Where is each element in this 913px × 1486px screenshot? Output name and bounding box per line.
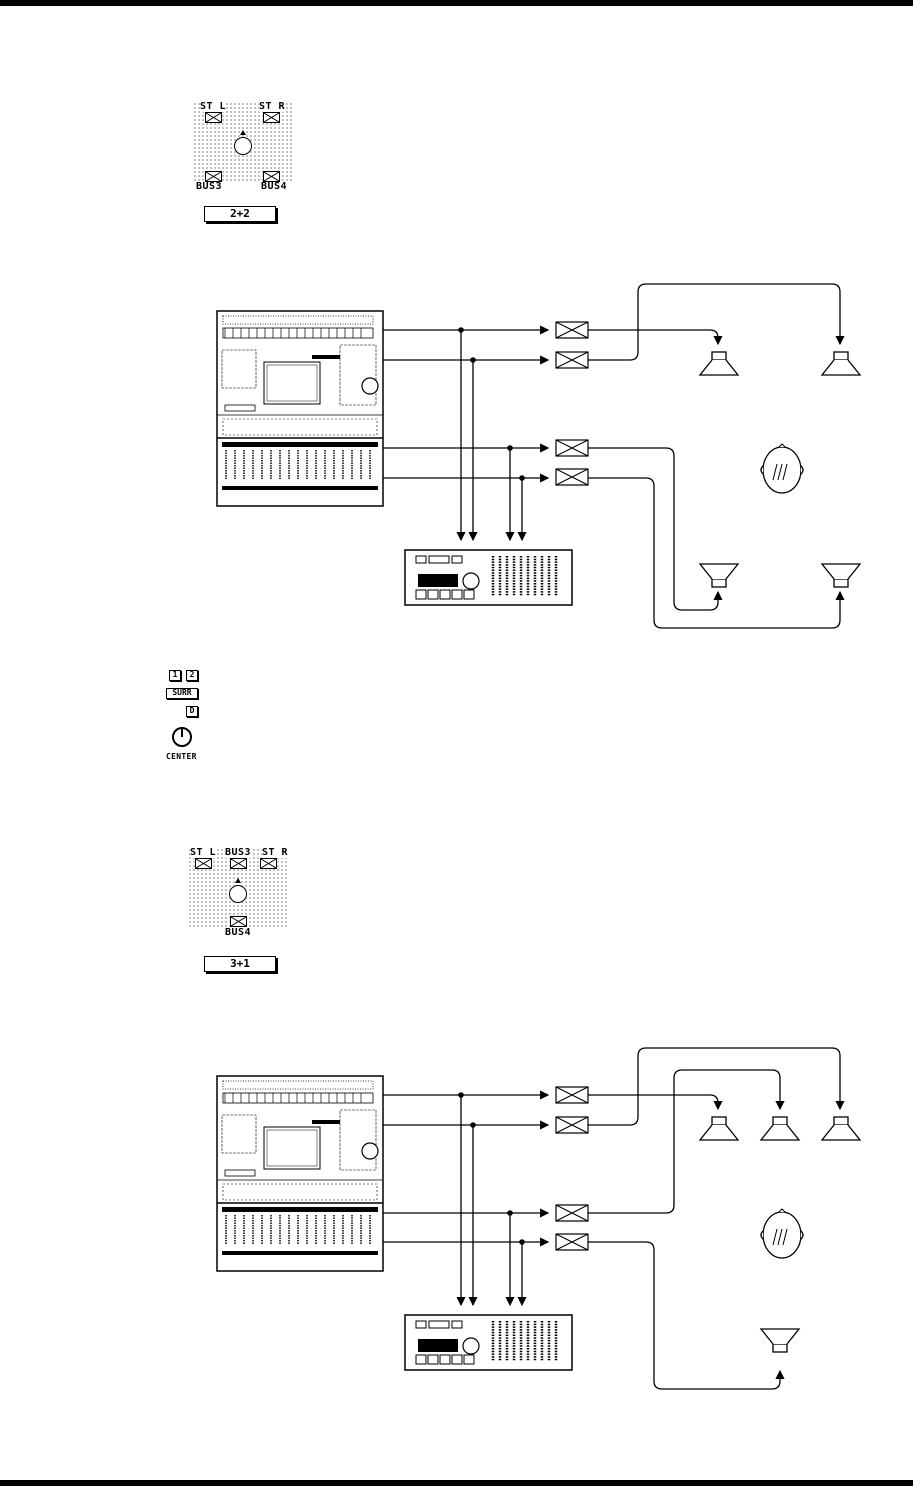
label-bus4: BUS4 xyxy=(225,927,252,938)
pan-knob-icon[interactable] xyxy=(234,137,252,155)
surround-pan-3-1: ST L BUS3 ST R BUS4 xyxy=(188,847,289,938)
label-st-r: ST R xyxy=(262,847,289,858)
label-bus3: BUS3 xyxy=(196,181,223,192)
label-bus3: BUS3 xyxy=(225,847,252,858)
amplifier-icon xyxy=(555,1086,589,1251)
label-st-l: ST L xyxy=(190,847,217,858)
label-st-r: ST R xyxy=(259,101,286,112)
wiring-diagram-3-1 xyxy=(216,1047,862,1390)
surround-mode-button-2-2[interactable]: 2+2 xyxy=(204,206,276,222)
center-label: CENTER xyxy=(166,752,197,761)
surround-mode-button-3-1[interactable]: 3+1 xyxy=(204,956,276,972)
listener-head-icon xyxy=(760,443,804,494)
speaker-bus3-icon xyxy=(230,858,247,869)
listener-head-icon xyxy=(760,1208,804,1259)
speaker-st-r-icon xyxy=(260,858,277,869)
d-indicator-icon: D xyxy=(186,706,198,717)
speaker-bus3-icon xyxy=(205,171,222,182)
speaker-st-r-icon xyxy=(263,112,280,123)
speaker-st-l-icon xyxy=(205,112,222,123)
amplifier-icon xyxy=(555,321,589,486)
key-1-icon: 1 xyxy=(169,670,181,681)
label-bus4: BUS4 xyxy=(261,181,288,192)
mixing-console-icon xyxy=(216,310,384,507)
pan-position-marker-icon xyxy=(240,130,246,135)
pan-knob-icon[interactable] xyxy=(229,885,247,903)
label-st-l: ST L xyxy=(200,101,227,112)
surr-indicator-icon: SURR xyxy=(166,688,198,699)
pan-position-marker-icon xyxy=(235,878,241,883)
center-knob-icon xyxy=(172,727,192,747)
speaker-bus4-icon xyxy=(263,171,280,182)
multitrack-recorder-icon xyxy=(404,549,573,606)
bottom-rule xyxy=(0,1480,913,1486)
speaker-icon xyxy=(698,1116,862,1353)
top-rule xyxy=(0,0,913,6)
mixing-console-icon xyxy=(216,1075,384,1272)
speaker-bus4-icon xyxy=(230,916,247,927)
speaker-icon xyxy=(698,351,862,588)
multitrack-recorder-icon xyxy=(404,1314,573,1371)
key-2-icon: 2 xyxy=(186,670,198,681)
surround-pan-2-2: ST L ST R BUS3 BUS4 xyxy=(193,101,293,192)
wiring-diagram-2-2 xyxy=(216,283,862,629)
speaker-st-l-icon xyxy=(195,858,212,869)
